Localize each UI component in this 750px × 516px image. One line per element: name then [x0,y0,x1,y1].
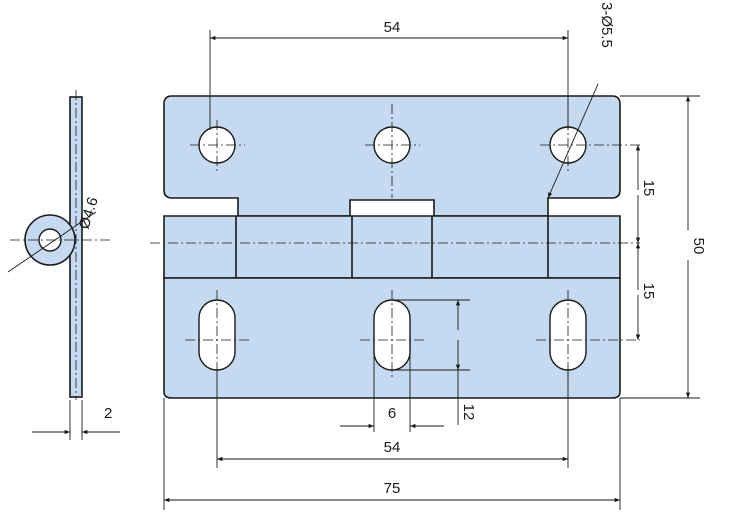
top-pitch-dimension: 54 [209,19,569,130]
slot-width-dimension: 6 [340,340,444,432]
bottom-pitch-label: 54 [384,439,401,456]
lower-offset-label: 15 [640,283,657,300]
hole-spec-label: 3-Ø5.5 [598,2,615,48]
height-dimension: 50 [620,95,707,399]
height-label: 50 [690,238,707,255]
slot-width-label: 6 [388,405,396,422]
slot-length-dimension: 12 [392,299,477,425]
bottom-pitch-dimension: 54 [216,370,569,468]
width-label: 75 [384,480,401,497]
pin-leader [7,211,97,273]
slot-length-label: 12 [460,404,477,421]
side-view: Ø4.6 2 [7,90,120,440]
width-dimension: 75 [163,398,621,510]
hole-spec-callout: 3-Ø5.5 [547,2,615,199]
thickness-label: 2 [104,405,112,422]
top-pitch-label: 54 [384,19,401,36]
knuckle-band [163,215,621,279]
upper-offset-label: 15 [640,180,657,197]
offset-dimensions: 15 15 [635,145,657,340]
